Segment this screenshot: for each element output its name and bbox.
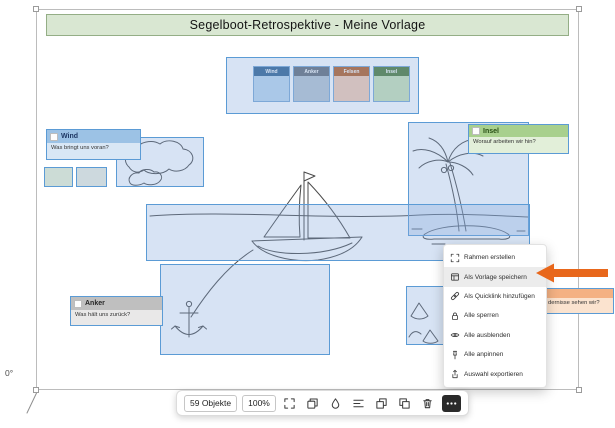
- frame-icon: [450, 253, 460, 262]
- menu-item-pin-all[interactable]: Alle anpinnen: [444, 345, 546, 364]
- color-icon[interactable]: [327, 394, 345, 412]
- mini-card-felsen-label: Felsen: [334, 67, 369, 76]
- selection-toolbar: 59 Objekte 100%: [176, 390, 469, 416]
- insel-note-question: Worauf arbeiten wir hin?: [469, 137, 568, 153]
- send-backward-icon[interactable]: [396, 394, 414, 412]
- more-icon[interactable]: [441, 394, 461, 412]
- copy-icon[interactable]: [304, 394, 322, 412]
- align-icon[interactable]: [350, 394, 368, 412]
- pin-icon: [453, 350, 457, 359]
- mini-card-insel-body: [374, 76, 409, 101]
- wind-note-icon: [50, 132, 58, 141]
- small-sticky-note-1[interactable]: [44, 167, 73, 187]
- anker-note[interactable]: Anker Was hält uns zurück?: [70, 296, 163, 326]
- eye-icon: [450, 333, 460, 338]
- rotation-handle-line[interactable]: [26, 391, 38, 414]
- objects-count-button[interactable]: 59 Objekte: [184, 394, 238, 412]
- rotation-label: 0°: [5, 368, 14, 378]
- mini-card-felsen-body: [334, 76, 369, 101]
- insel-note[interactable]: Insel Worauf arbeiten wir hin?: [468, 124, 569, 154]
- export-icon: [452, 369, 458, 379]
- frame-handle-top-right[interactable]: [576, 6, 582, 12]
- felsen-note-partial[interactable]: dernisse sehen wir?: [543, 288, 614, 314]
- felsen-note-header: [544, 289, 613, 298]
- trash-icon[interactable]: [419, 394, 437, 412]
- mini-cards-group: Wind Anker Felsen Insel: [253, 66, 410, 102]
- annotation-arrow: [536, 263, 608, 283]
- insel-note-icon: [472, 127, 480, 135]
- selection-box-cards[interactable]: [226, 57, 419, 114]
- mini-card-insel[interactable]: Insel: [373, 66, 410, 102]
- template-icon: [451, 273, 459, 281]
- wind-note-question: Was bringt uns voran?: [47, 143, 140, 159]
- quicklink-icon: [450, 292, 460, 301]
- zoom-level-button[interactable]: 100%: [242, 394, 276, 412]
- selection-box-anchor-area[interactable]: [160, 264, 330, 355]
- frame-handle-top-left[interactable]: [33, 6, 39, 12]
- template-title-banner[interactable]: Segelboot-Retrospektive - Meine Vorlage: [46, 14, 569, 36]
- insel-note-title: Insel: [483, 127, 499, 135]
- lock-icon: [452, 312, 458, 320]
- mini-card-felsen[interactable]: Felsen: [333, 66, 370, 102]
- context-menu: Rahmen erstellen Als Vorlage speichern A…: [443, 244, 547, 388]
- mini-card-wind[interactable]: Wind: [253, 66, 290, 102]
- menu-item-lock-all[interactable]: Alle sperren: [444, 306, 546, 325]
- mini-card-anker[interactable]: Anker: [293, 66, 330, 102]
- menu-item-add-quicklink[interactable]: Als Quicklink hinzufügen: [444, 287, 546, 306]
- frame-handle-bottom-right[interactable]: [576, 387, 582, 393]
- mini-card-anker-body: [294, 76, 329, 101]
- anker-note-title: Anker: [85, 300, 105, 307]
- small-sticky-note-2[interactable]: [76, 167, 107, 187]
- anker-note-icon: [74, 299, 82, 308]
- wind-note-title: Wind: [61, 133, 79, 140]
- menu-item-create-frame[interactable]: Rahmen erstellen: [444, 248, 546, 267]
- mini-card-anker-label: Anker: [294, 67, 329, 76]
- mini-card-wind-body: [254, 76, 289, 101]
- menu-item-save-as-template[interactable]: Als Vorlage speichern: [444, 267, 546, 287]
- felsen-note-question: dernisse sehen wir?: [544, 298, 613, 313]
- menu-item-hide-all[interactable]: Alle ausblenden: [444, 326, 546, 345]
- mini-card-insel-label: Insel: [374, 67, 409, 76]
- frame-icon[interactable]: [281, 394, 299, 412]
- frame-handle-bottom-left[interactable]: [33, 387, 39, 393]
- menu-item-export-selection[interactable]: Auswahl exportieren: [444, 364, 546, 383]
- wind-note[interactable]: Wind Was bringt uns voran?: [46, 129, 141, 160]
- mini-card-wind-label: Wind: [254, 67, 289, 76]
- bring-forward-icon[interactable]: [373, 394, 391, 412]
- template-title: Segelboot-Retrospektive - Meine Vorlage: [189, 18, 426, 32]
- anker-note-question: Was hält uns zurück?: [71, 310, 162, 325]
